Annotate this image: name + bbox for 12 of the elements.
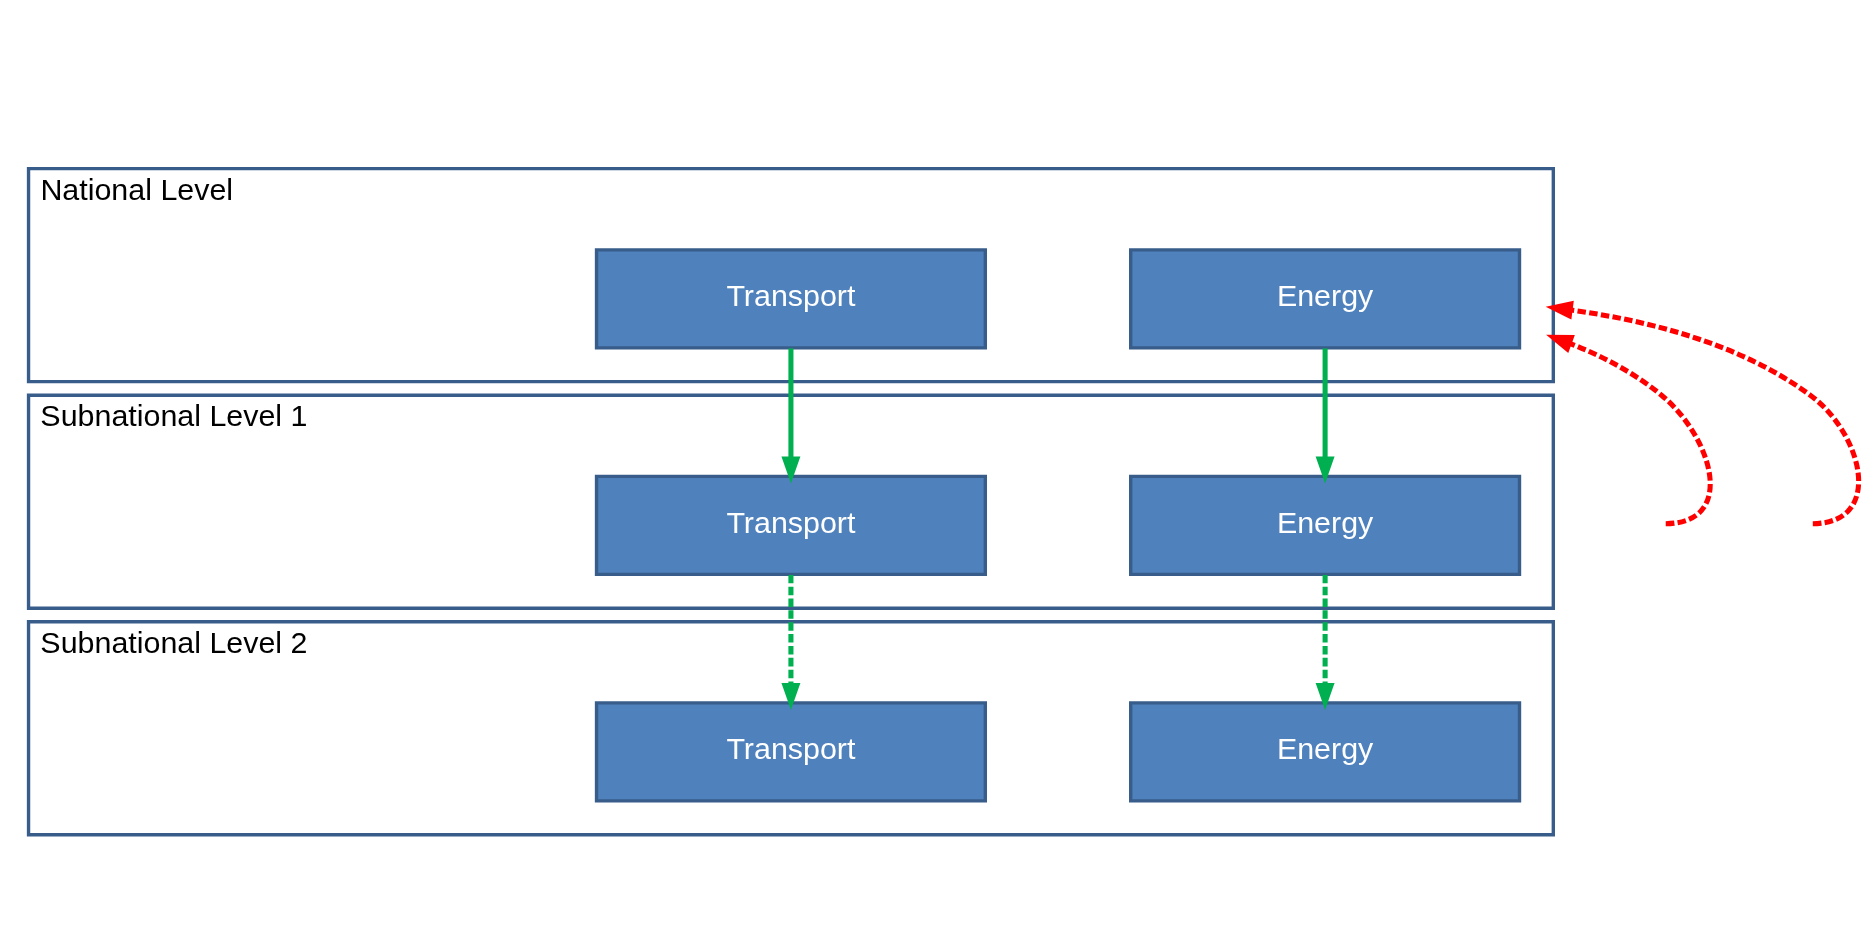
node-box: Transport xyxy=(594,701,988,803)
arrow xyxy=(781,348,801,484)
arrow xyxy=(1315,348,1335,484)
arrow xyxy=(1545,300,1861,527)
node-box: Energy xyxy=(1129,701,1522,803)
arrow xyxy=(1546,334,1713,527)
node-box: Energy xyxy=(1129,248,1522,350)
node-box: Transport xyxy=(594,474,988,577)
arrow xyxy=(1315,574,1335,711)
arrow xyxy=(781,574,801,711)
node-box: Transport xyxy=(594,248,988,350)
node-box: Energy xyxy=(1129,474,1522,577)
